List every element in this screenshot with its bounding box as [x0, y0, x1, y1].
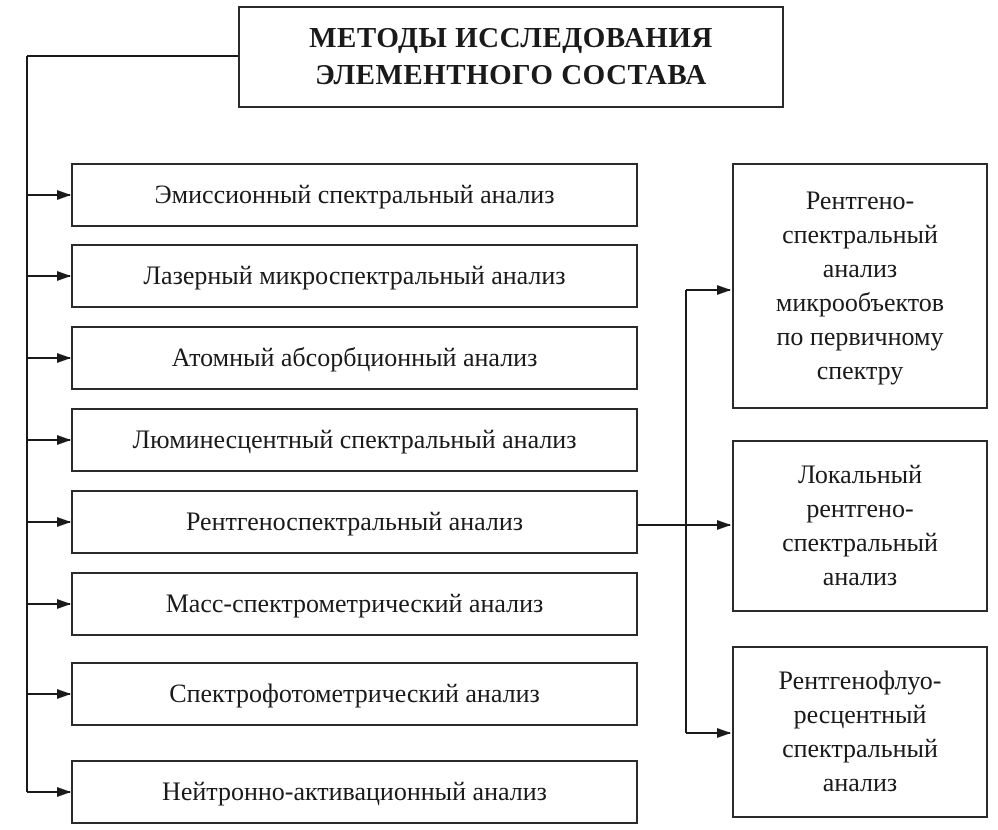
- xray-method-line: спектру: [816, 356, 904, 385]
- xray-method-line: анализ: [822, 254, 898, 283]
- xray-method-line: спектральный: [782, 528, 938, 557]
- title-line-1: МЕТОДЫ ИССЛЕДОВАНИЯ: [309, 22, 713, 54]
- method-label: Масс-спектрометрический анализ: [165, 589, 544, 618]
- xray-method-box: Рентгено- спектральный анализ микрообъек…: [732, 163, 988, 409]
- title-line-2: ЭЛЕМЕНТНОГО СОСТАВА: [315, 59, 707, 91]
- xray-method-line: по первичному: [776, 322, 944, 351]
- method-label: Спектрофотометрический анализ: [169, 679, 540, 708]
- method-box: Масс-спектрометрический анализ: [71, 572, 638, 636]
- method-box: Лазерный микроспектральный анализ: [71, 244, 638, 308]
- method-box: Атомный абсорбционный анализ: [71, 326, 638, 390]
- method-box: Нейтронно-активационный анализ: [71, 760, 638, 824]
- diagram-title-box: МЕТОДЫ ИССЛЕДОВАНИЯ ЭЛЕМЕНТНОГО СОСТАВА: [238, 6, 784, 108]
- xray-method-box: Рентгенофлуо- ресцентный спектральный ан…: [732, 646, 988, 818]
- method-label: Люминесцентный спектральный анализ: [132, 425, 577, 454]
- xray-method-line: микрообъектов: [775, 288, 945, 317]
- method-box: Спектрофотометрический анализ: [71, 662, 638, 726]
- xray-method-line: спектральный: [782, 734, 938, 763]
- method-box: Люминесцентный спектральный анализ: [71, 408, 638, 472]
- xray-method-line: анализ: [822, 768, 898, 797]
- xray-method-line: ресцентный: [793, 700, 927, 729]
- method-label: Атомный абсорбционный анализ: [171, 343, 538, 372]
- method-label: Лазерный микроспектральный анализ: [143, 261, 566, 290]
- method-box: Эмиссионный спектральный анализ: [71, 163, 638, 227]
- method-box: Рентгеноспектральный анализ: [71, 490, 638, 554]
- xray-method-line: спектральный: [782, 220, 938, 249]
- xray-method-line: рентгено-: [806, 494, 914, 523]
- xray-method-line: анализ: [822, 562, 898, 591]
- method-label: Нейтронно-активационный анализ: [162, 777, 547, 806]
- xray-method-line: Локальный: [797, 460, 923, 489]
- xray-method-box: Локальный рентгено- спектральный анализ: [732, 440, 988, 612]
- method-label: Эмиссионный спектральный анализ: [154, 180, 555, 209]
- xray-method-line: Рентгенофлуо-: [778, 666, 942, 695]
- method-label: Рентгеноспектральный анализ: [185, 507, 524, 536]
- xray-method-line: Рентгено-: [805, 186, 915, 215]
